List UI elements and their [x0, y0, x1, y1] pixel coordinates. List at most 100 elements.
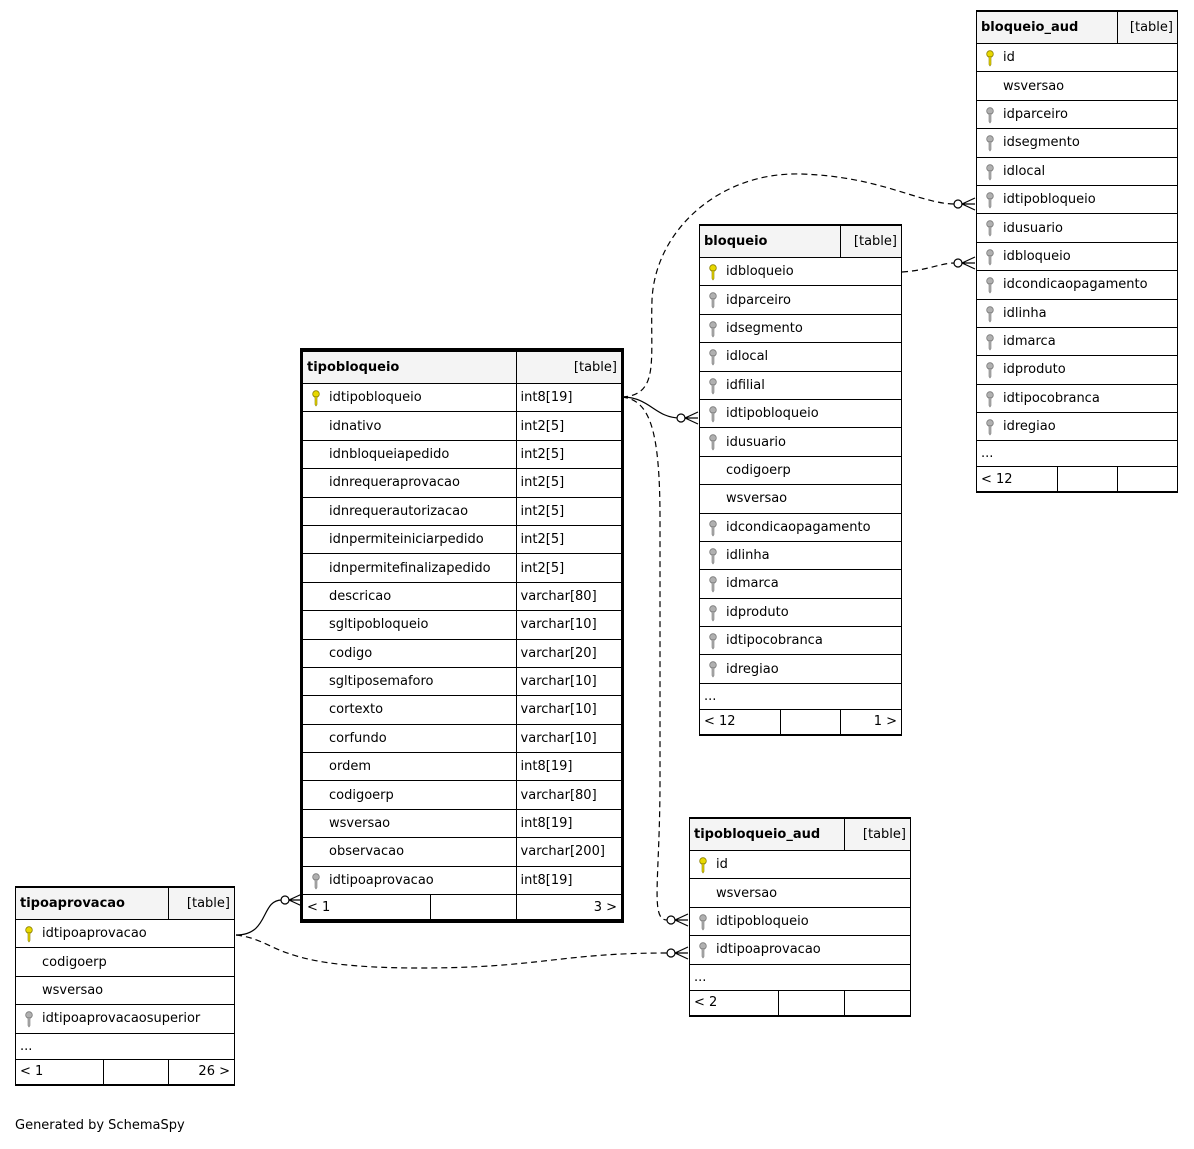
column-name: idtipoaprovacao [716, 942, 821, 958]
column-name: idtipobloqueio [726, 406, 819, 422]
parents-count: < 12 [977, 466, 1058, 493]
parents-count: < 1 [16, 1058, 104, 1085]
foreign-key-icon [709, 406, 717, 423]
column-row: idparceiro [977, 99, 1177, 130]
column-row: idusuario [977, 213, 1177, 243]
edge-end-circle [953, 199, 963, 209]
column-name-cell: idmarca [977, 326, 1177, 357]
foreign-key-icon [699, 942, 707, 959]
foreign-key-icon [709, 548, 717, 565]
table-header: bloqueio[table] [700, 225, 901, 258]
column-name: idregiao [726, 661, 779, 677]
column-row: idproduto [700, 597, 901, 628]
column-row: idregiao [977, 412, 1177, 442]
column-name: idlocal [1003, 163, 1046, 179]
column-name: wsversao [329, 816, 391, 832]
column-name: idlinha [726, 548, 770, 564]
foreign-key-icon [986, 107, 994, 124]
column-name: idproduto [1003, 362, 1066, 378]
column-name-cell: id [690, 849, 910, 880]
column-name: cortexto [329, 702, 384, 718]
column-type: varchar[80] [515, 780, 621, 810]
foreign-key-icon [709, 377, 717, 395]
column-name: idnrequerautorizacao [329, 503, 469, 519]
column-name-cell: idnpermitefinalizapedido [303, 553, 517, 583]
table-type-label: [table] [843, 818, 910, 851]
column-row: idlinha [977, 298, 1177, 328]
column-name: idcondicaopagamento [726, 519, 871, 535]
column-name: wsversao [716, 885, 778, 901]
column-name: codigoerp [329, 787, 394, 803]
column-row: idparceiro [700, 285, 901, 315]
column-row: idtipocobranca [977, 383, 1177, 414]
column-name-cell: corfundo [303, 723, 517, 754]
children-count [1116, 466, 1177, 493]
foreign-key-icon [709, 292, 717, 309]
primary-key-icon [986, 50, 994, 67]
column-name: descricao [329, 588, 392, 604]
more-columns-row: ... [700, 682, 901, 710]
edge-crowfoot [684, 411, 699, 425]
edge-tipobloqueio-bloqueio-aud [621, 173, 956, 398]
column-type: varchar[10] [515, 610, 621, 640]
parents-count: < 1 [303, 894, 431, 921]
column-row: idtipobloqueio [977, 184, 1177, 215]
column-name: idnbloqueiapedido [329, 446, 450, 462]
table-type-label: [table] [1116, 11, 1177, 44]
column-name-cell: idtipocobranca [977, 383, 1177, 414]
column-name-cell: idcondicaopagamento [977, 270, 1177, 300]
table-type-label: [table] [515, 351, 621, 384]
column-row: idmarca [977, 326, 1177, 357]
table-type-label: [table] [168, 887, 234, 920]
column-name-cell: idparceiro [700, 285, 901, 315]
column-row: id [977, 42, 1177, 73]
column-name-cell: observacao [303, 837, 517, 867]
column-name-cell: cortexto [303, 695, 517, 725]
edge-crowfoot [961, 197, 976, 211]
edge-tipobloqueio-tipobloqueio-aud [621, 396, 668, 921]
column-name-cell: idusuario [977, 213, 1177, 243]
column-row: idtipoaprovacao [16, 918, 234, 949]
column-row: idtipoaprovacao [690, 935, 910, 965]
column-type: int2[5] [515, 496, 621, 526]
column-name-cell: wsversao [303, 808, 517, 839]
column-name: idtipobloqueio [1003, 192, 1096, 208]
column-type: varchar[20] [515, 638, 621, 668]
column-name: observacao [329, 844, 405, 860]
column-row: wsversao [16, 975, 234, 1006]
primary-key-icon [709, 264, 717, 281]
column-name: idtipoaprovacao [42, 926, 147, 942]
foreign-key-icon [709, 604, 717, 622]
table-header: bloqueio_aud[table] [977, 11, 1177, 44]
foreign-key-icon [986, 135, 994, 152]
column-name-cell: idproduto [977, 355, 1177, 385]
column-name: idusuario [726, 434, 786, 450]
column-row: idproduto [977, 355, 1177, 385]
edge-crowfoot [674, 913, 689, 927]
column-row: id [690, 849, 910, 880]
column-name: idlocal [726, 349, 769, 365]
column-type: int8[19] [515, 808, 621, 839]
column-type: varchar[200] [515, 837, 621, 867]
column-name-cell: id [977, 42, 1177, 73]
edge-end-circle [666, 948, 676, 958]
column-type: varchar[10] [515, 666, 621, 697]
edge-tipobloqueio-bloqueio [621, 396, 681, 419]
column-name-cell: idtipoaprovacao [690, 935, 910, 965]
column-name-cell: codigoerp [16, 947, 234, 977]
foreign-key-icon [986, 277, 994, 294]
row-count [1056, 466, 1118, 493]
